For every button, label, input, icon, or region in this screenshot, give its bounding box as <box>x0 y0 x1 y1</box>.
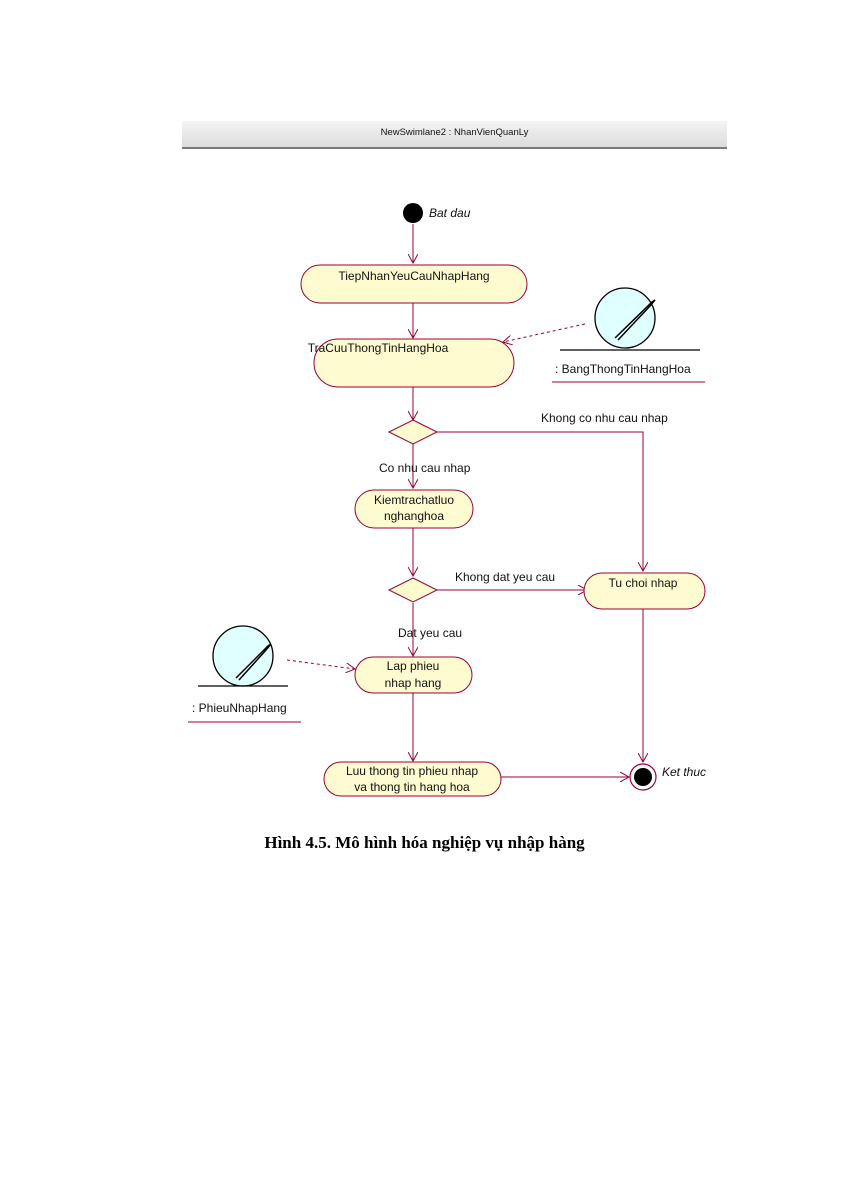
end-node <box>629 763 657 791</box>
activity-kiemtra-label-1: Kiemtrachatluo <box>374 493 454 507</box>
entity-phieunhap-icon <box>198 625 288 687</box>
activity-tracuu: TraCuuThongTinHangHoa <box>308 338 515 388</box>
start-label: Bat dau <box>429 206 471 220</box>
entity-bangthongtin-icon <box>560 287 700 351</box>
activity-kiemtra: Kiemtrachatluo nghanghoa <box>354 489 474 529</box>
activity-kiemtra-label-2: nghanghoa <box>384 509 444 523</box>
activity-tiepnhan-label: TiepNhanYeuCauNhapHang <box>338 269 489 283</box>
activity-luu-label-1: Luu thong tin phieu nhap <box>346 764 478 778</box>
flow-decision1-to-tuchoi <box>437 431 643 571</box>
activity-tuchoi: Tu choi nhap <box>583 572 706 610</box>
activity-lapphieu-label-1: Lap phieu <box>387 659 440 673</box>
start-node <box>403 203 423 223</box>
activity-tuchoi-label: Tu choi nhap <box>609 576 678 590</box>
swimlane-title: NewSwimlane2 : NhanVienQuanLy <box>380 127 529 138</box>
end-label: Ket thuc <box>662 765 706 779</box>
dependency-bangthongtin-to-tracuu <box>503 323 586 342</box>
activity-luu: Luu thong tin phieu nhap va thong tin ha… <box>323 761 502 797</box>
activity-luu-label-2: va thong tin hang hoa <box>354 780 470 794</box>
guard-dat-yeu-cau: Dat yeu cau <box>398 626 462 640</box>
swimlane-header: NewSwimlane2 : NhanVienQuanLy <box>182 121 727 149</box>
activity-lapphieu-label-2: nhap hang <box>385 676 442 690</box>
figure-caption: Hình 4.5. Mô hình hóa nghiệp vụ nhập hàn… <box>264 833 585 852</box>
guard-khong-dat-yeu-cau: Khong dat yeu cau <box>455 570 555 584</box>
decision-dat-yeu-cau <box>387 577 439 603</box>
entity-bangthongtin-label: : BangThongTinHangHoa <box>555 362 691 376</box>
activity-tracuu-label: TraCuuThongTinHangHoa <box>308 341 449 355</box>
entity-phieunhap-label: : PhieuNhapHang <box>192 701 287 715</box>
activity-tiepnhan: TiepNhanYeuCauNhapHang <box>300 264 528 304</box>
guard-co-nhu-cau: Co nhu cau nhap <box>379 461 471 475</box>
guard-khong-co-nhu-cau: Khong co nhu cau nhap <box>541 411 668 425</box>
activity-lapphieu: Lap phieu nhap hang <box>354 656 473 694</box>
decision-co-nhu-cau <box>387 419 439 445</box>
dependency-phieunhap-to-lapphieu <box>286 659 355 669</box>
